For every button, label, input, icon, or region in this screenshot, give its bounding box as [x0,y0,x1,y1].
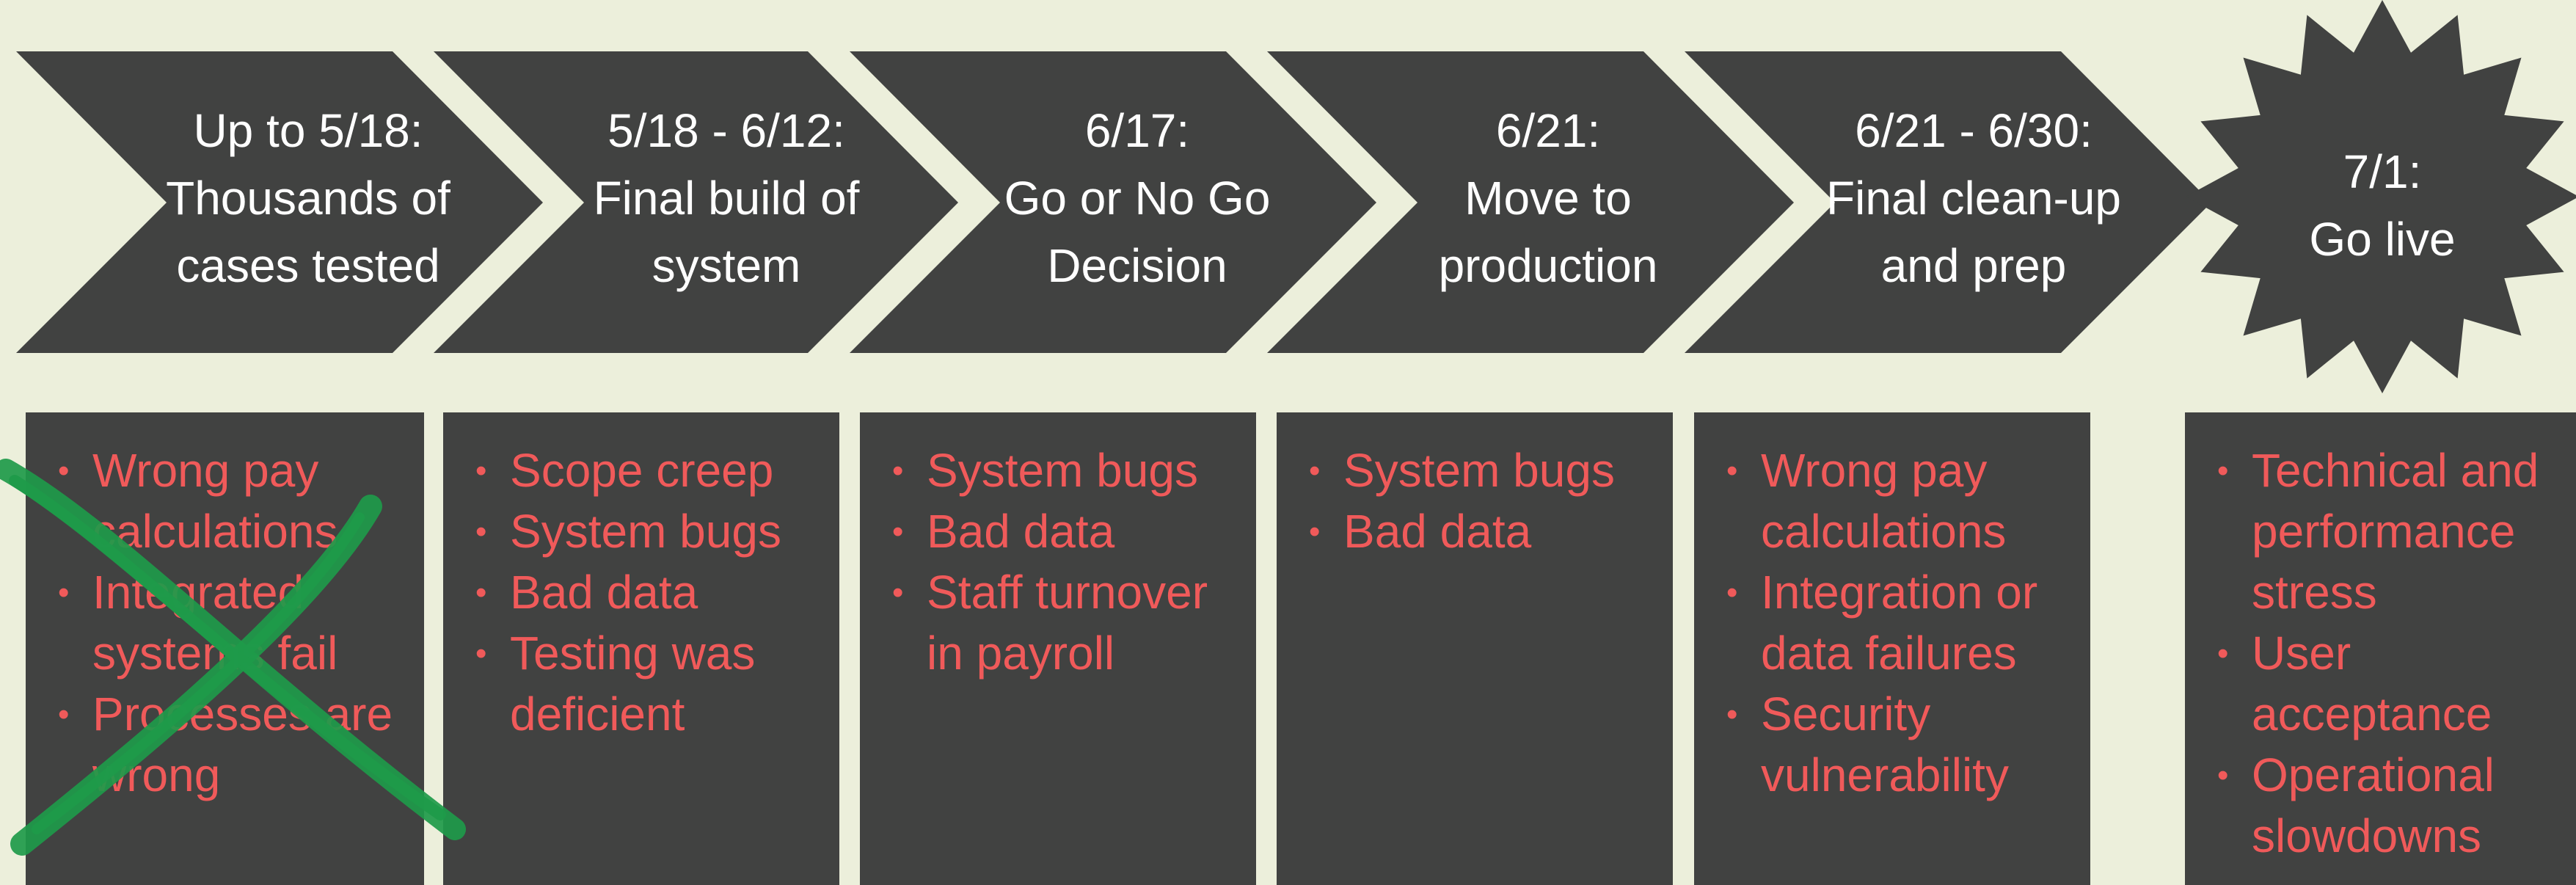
stage-label-5: 6/21 - 6/30: Final clean-up and prep [1805,88,2142,308]
risk-box-6: Technical and performance stressUser accept… [2185,412,2576,885]
risk-item-line: Wrong pay [92,444,319,497]
risk-item: Bad data [1299,501,1665,562]
risk-item-line: in payroll [927,627,1115,680]
stage-label-line: 6/21: [1495,104,1601,157]
risk-list: Scope creepSystem bugsBad dataTesting wa… [465,440,832,745]
risk-list: System bugsBad data [1299,440,1665,562]
stage-label-line: Up to 5/18: [193,104,423,157]
stage-label-line: 6/17: [1084,104,1190,157]
risk-list: Technical and performance stressUser accept… [2207,440,2569,867]
risk-item: Bad data [882,501,1249,562]
risk-item-line: calculations [1761,505,2007,558]
stage-label-line: Go live [2309,213,2456,266]
risk-list: Wrong pay calculationsIntegration or data … [1716,440,2083,806]
risk-box-2: Scope creepSystem bugsBad dataTesting wa… [443,412,839,885]
risk-item-line: Wrong pay [1761,444,1988,497]
risk-list: Wrong paycalculationsIntegratedsystems f… [48,440,417,806]
starburst-go-live [2186,0,2576,393]
risk-item-line: slowdowns [2252,809,2482,862]
risk-item-line: System bugs [1343,444,1615,497]
risk-item-line: vulnerability [1761,749,2009,801]
risk-item-line: acceptance [2252,688,2492,740]
risk-item-line: User [2252,627,2351,680]
risk-item-line: deficient [510,688,685,740]
risk-item: Security vulnerability [1716,684,2083,806]
chevron-stage-3 [850,51,1376,353]
stage-label-line: 5/18 - 6/12: [607,104,845,157]
risk-item-line: Bad data [1343,505,1532,558]
stage-label-line: 6/21 - 6/30: [1855,104,2092,157]
stage-label-line: Thousands of [166,172,450,225]
stage-label-line: production [1438,239,1658,292]
stage-label-line: system [652,239,801,292]
risk-item-line: Staff turnover [927,566,1208,619]
stage-label-line: Final clean-up [1826,172,2121,225]
risk-item: Integration or data failures [1716,562,2083,684]
stage-label-line: cases tested [176,239,440,292]
risk-item: System bugs [465,501,832,562]
stage-label-3: 6/17: Go or No Go Decision [983,88,1291,308]
risk-item: System bugs [882,440,1249,501]
stage-label-2: 5/18 - 6/12: Final build of system [565,88,888,308]
risk-item: Technical and performance stress [2207,440,2569,623]
risk-item: Bad data [465,562,832,623]
stage-label-4: 6/21: Move to production [1394,88,1702,308]
risk-item-line: data failures [1761,627,2017,680]
risk-item-line: Bad data [927,505,1115,558]
risk-box-1: Wrong paycalculationsIntegratedsystems f… [26,412,424,885]
risk-item-line: Technical and [2252,444,2539,497]
risk-item: System bugs [1299,440,1665,501]
risk-item-line: System bugs [927,444,1198,497]
risk-item-line: stress [2252,566,2377,619]
risk-box-5: Wrong pay calculationsIntegration or data … [1694,412,2090,885]
stage-label-1: Up to 5/18: Thousands of cases tested [147,88,470,308]
risk-box-3: System bugsBad dataStaff turnover in payr… [860,412,1256,885]
chevron-stage-4 [1267,51,1794,353]
green-x-strike-icon [0,459,466,856]
stage-label-line: Decision [1047,239,1227,292]
chevron-stage-1 [16,51,543,353]
risk-item: Staff turnover in payroll [882,562,1249,684]
risk-box-4: System bugsBad data [1277,412,1673,885]
stage-label-line: and prep [1880,239,2067,292]
risk-item: User acceptance [2207,623,2569,745]
risk-item: Operational slowdowns [2207,745,2569,867]
stage-label-line: Go or No Go [1004,172,1271,225]
risk-item-line: Bad data [510,566,698,619]
stage-label-line: 7/1: [2343,145,2422,198]
chevron-stage-5 [1685,51,2211,353]
risk-item-line: Operational [2252,749,2495,801]
risk-item-line: System bugs [510,505,781,558]
risk-item: Testing was deficient [465,623,832,745]
risk-item-line: Scope creep [510,444,774,497]
risk-item-line: Testing was [510,627,756,680]
stage-label-line: Final build of [593,172,860,225]
risk-list: System bugsBad dataStaff turnover in payr… [882,440,1249,684]
risk-item-line: Integration or [1761,566,2038,619]
risk-item: Scope creep [465,440,832,501]
risk-item-line: performance [2252,505,2516,558]
chevron-stage-2 [434,51,958,353]
risk-item-line: Security [1761,688,1931,740]
stage-label-6: 7/1: Go live [2265,117,2500,294]
timeline-shapes [16,0,2576,393]
risk-item: Wrong pay calculations [1716,440,2083,562]
stage-label-line: Move to [1464,172,1632,225]
